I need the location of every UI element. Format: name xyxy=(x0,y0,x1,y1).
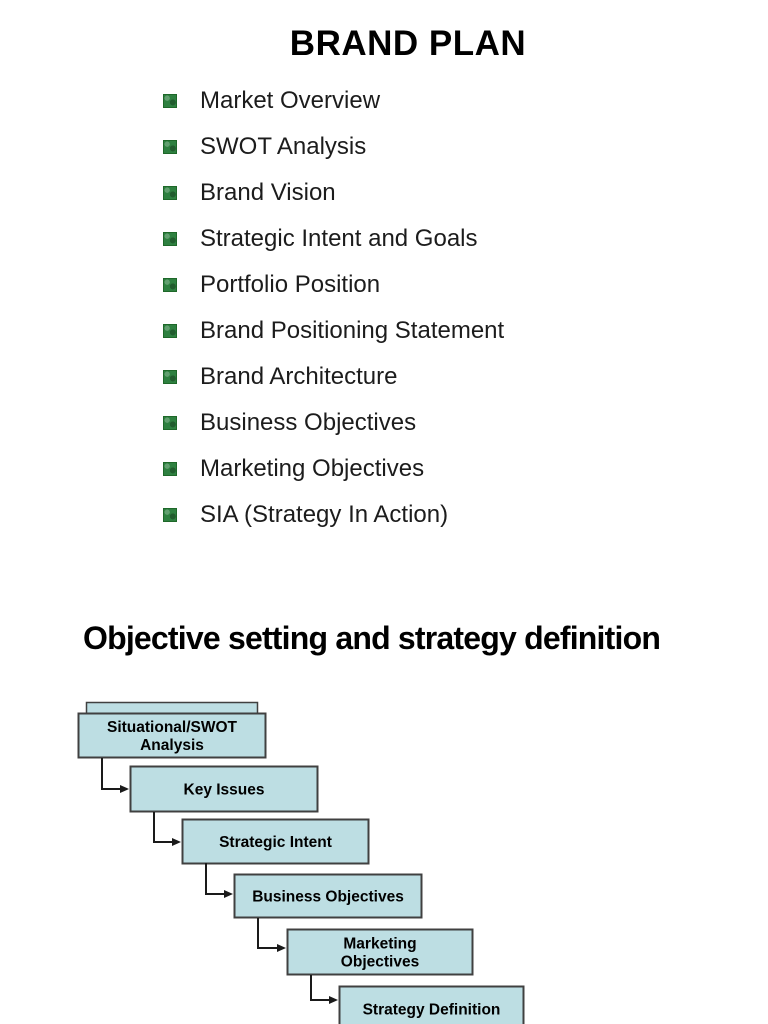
diagram-box xyxy=(233,873,423,919)
diagram-box xyxy=(338,985,525,1024)
list-item: Brand Vision xyxy=(163,170,504,216)
clipped-box-sliver xyxy=(85,701,259,715)
diagram-box-label: Key Issues xyxy=(184,782,265,799)
connector-arrowhead-icon xyxy=(120,785,129,793)
diagram-box xyxy=(286,928,474,976)
green-square-bullet-icon xyxy=(163,140,177,154)
diagram-box xyxy=(181,818,370,865)
list-item-label: Strategic Intent and Goals xyxy=(200,225,478,252)
green-square-bullet-icon xyxy=(163,278,177,292)
green-square-bullet-icon xyxy=(163,508,177,522)
green-square-bullet-icon xyxy=(163,416,177,430)
connector-arrow-line xyxy=(257,918,279,949)
list-item-label: Brand Vision xyxy=(200,179,336,206)
connector-arrowhead-icon xyxy=(329,996,338,1004)
list-item-label: Portfolio Position xyxy=(200,271,381,298)
green-square-bullet-icon xyxy=(163,186,177,200)
green-square-bullet-icon xyxy=(163,94,177,108)
diagram-box xyxy=(129,765,319,813)
connector-arrowhead-icon xyxy=(277,944,286,952)
list-item-label: Brand Positioning Statement xyxy=(200,317,505,344)
list-item-label: Brand Architecture xyxy=(200,363,398,390)
connector-arrowhead-icon xyxy=(172,838,181,846)
list-item-label: Market Overview xyxy=(200,87,381,114)
list-item: Brand Positioning Statement xyxy=(163,308,504,354)
list-item: Market Overview xyxy=(163,78,504,124)
connector-arrow-line xyxy=(153,812,174,843)
list-item-label: SWOT Analysis xyxy=(200,133,367,160)
connector-arrow-line xyxy=(310,975,331,1001)
diagram-box-label: Strategic Intent xyxy=(219,834,332,851)
list-item: SIA (Strategy In Action) xyxy=(163,492,504,538)
list-item-label: Marketing Objectives xyxy=(200,455,425,482)
diagram-box-label: Strategy Definition xyxy=(363,1002,501,1019)
diagram-box xyxy=(77,712,267,759)
list-item: Marketing Objectives xyxy=(163,446,504,492)
list-item: Portfolio Position xyxy=(163,262,504,308)
list-item: SWOT Analysis xyxy=(163,124,504,170)
connector-arrowhead-icon xyxy=(224,890,233,898)
diagram-box-label: Business Objectives xyxy=(252,889,404,906)
connector-arrow-line xyxy=(205,863,226,895)
green-square-bullet-icon xyxy=(163,324,177,338)
green-square-bullet-icon xyxy=(163,370,177,384)
list-item-label: Business Objectives xyxy=(200,409,417,436)
list-item: Strategic Intent and Goals xyxy=(163,216,504,262)
connector-arrow-line xyxy=(101,758,122,790)
list-item-label: SIA (Strategy In Action) xyxy=(200,501,449,528)
slide1-title: BRAND PLAN xyxy=(289,24,527,63)
green-square-bullet-icon xyxy=(163,232,177,246)
list-item: Brand Architecture xyxy=(163,354,504,400)
slide2-title: Objective setting and strategy definitio… xyxy=(83,620,661,656)
green-square-bullet-icon xyxy=(163,462,177,476)
list-item: Business Objectives xyxy=(163,400,504,446)
